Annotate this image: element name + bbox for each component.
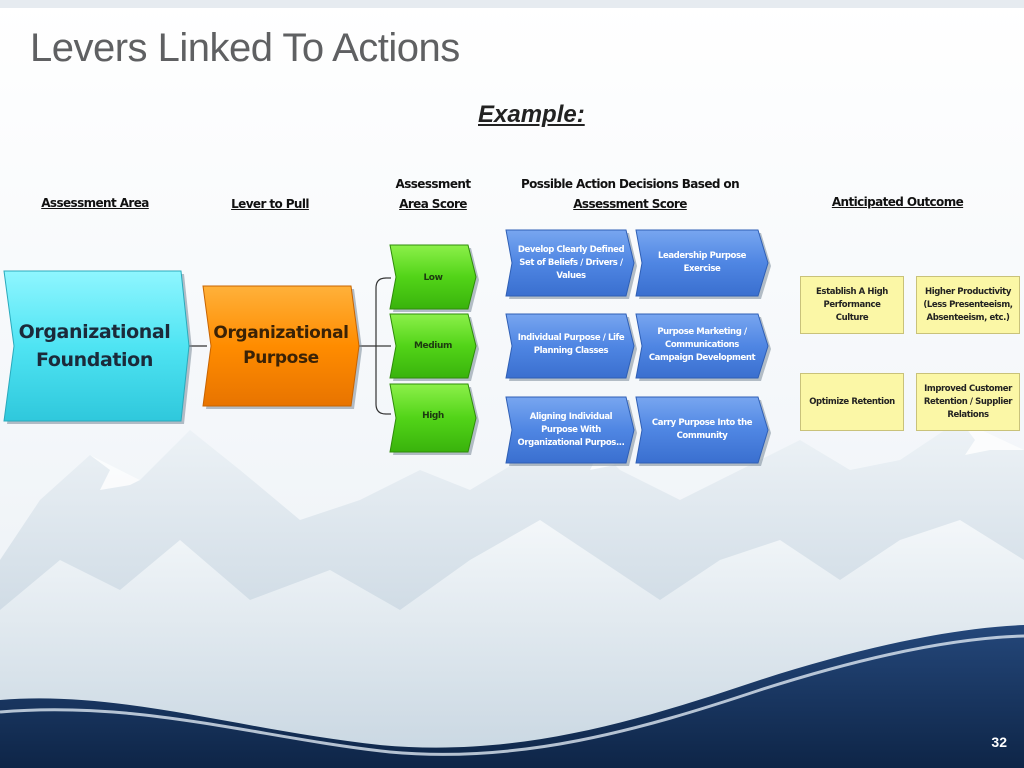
connector-lines <box>189 277 391 415</box>
action-chevron-6 <box>635 396 769 464</box>
score-low-chevron <box>389 244 477 310</box>
action-chevron-3 <box>505 313 635 379</box>
score-high-label: High <box>422 411 444 421</box>
lever-chevron <box>202 285 360 407</box>
header-anticipated-outcome: Anticipated Outcome <box>831 195 964 209</box>
slide-title: Levers Linked To Actions <box>30 26 460 70</box>
action-chevron-4 <box>635 313 769 379</box>
area-chevron <box>3 270 190 422</box>
header-lever-to-pull: Lever to Pull <box>231 197 309 211</box>
outcome-productivity: Higher Productivity(Less Presenteeism,Ab… <box>916 276 1020 334</box>
header-assessment-area: Assessment Area <box>41 196 149 210</box>
score-medium-label: Medium <box>414 341 452 351</box>
action-chevron-5 <box>505 396 635 464</box>
top-strip <box>0 0 1024 8</box>
outcome-retention: Optimize Retention <box>800 373 904 431</box>
header-area-score: Assessment Area Score <box>395 177 472 211</box>
example-label: Example: <box>478 101 585 128</box>
page-number: 32 <box>991 734 1007 750</box>
score-high-chevron <box>389 383 477 453</box>
score-medium-chevron <box>389 313 477 379</box>
score-low-label: Low <box>423 273 443 283</box>
area-label: Organizational Foundation <box>18 321 171 371</box>
action-chevron-1 <box>505 229 635 297</box>
header-action-decisions: Possible Action Decisions Based on Asses… <box>520 177 740 211</box>
action-chevron-2 <box>635 229 769 297</box>
lever-label: Organizational Purpose <box>213 323 349 368</box>
